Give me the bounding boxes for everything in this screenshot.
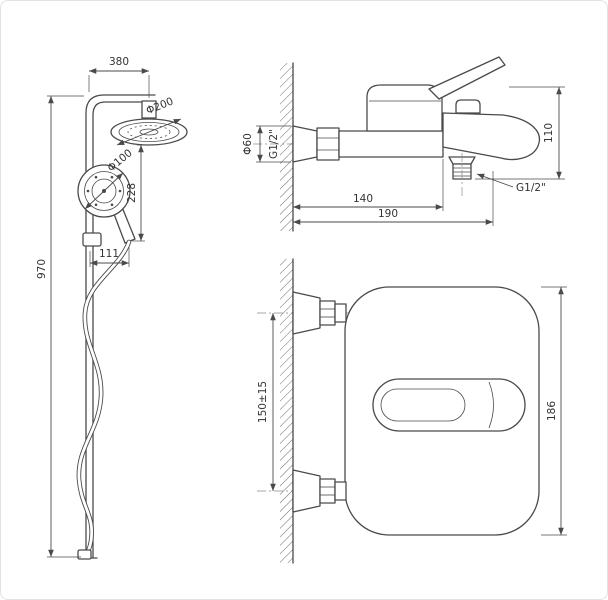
dim-head-to-hand-label: 228 [126,183,138,203]
dim-holder-width: 111 [89,247,130,267]
dim-side-height-label: 110 [543,123,555,143]
hose-connector [77,549,92,560]
diverter-knob [455,99,481,114]
inlet-flange [292,125,340,163]
dim-reach-2: 190 [293,171,494,226]
lever-handle-front [372,378,526,432]
outlet-thread-label: G1/2" [516,182,546,194]
wall-section-side [280,62,294,232]
shower-column-view: 380 Φ200 Φ100 228 970 [36,56,188,560]
dim-reach-1: 140 [293,159,444,211]
dim-head-diameter-label: Φ200 [145,95,176,117]
lever-handle-side [428,56,506,100]
dim-head-to-hand: 228 [126,144,151,242]
dim-front-height: 186 [541,286,567,536]
dim-reach-2-label: 190 [378,208,398,220]
shower-head-stem [141,100,157,119]
dim-center-distance-label: 150±15 [257,381,269,423]
dim-column-height: 970 [36,95,84,558]
outlet-thread-callout: G1/2" [476,173,546,194]
dim-front-height-label: 186 [546,401,558,421]
dim-holder-width-label: 111 [99,248,119,260]
bottom-outlet [448,153,476,197]
inlet-thread-label: G1/2" [268,129,280,159]
dim-flange-diameter-label: Φ60 [242,133,254,155]
spout-side [442,99,541,161]
lower-wall-connection [292,469,347,513]
mixer-side-view: Φ60 G1/2" 110 G1/2" 140 190 [242,56,565,232]
dim-flange-diameter: Φ60 [242,125,291,163]
wall-hatch [280,63,293,231]
wall-section-front [280,258,294,564]
dim-reach-1-label: 140 [353,193,373,205]
dim-top-width-label: 380 [109,56,129,68]
dim-top-width: 380 [88,56,150,98]
slider-clamp [82,232,102,247]
dim-center-distance: 150±15 [257,313,276,491]
upper-wall-connection [292,291,347,335]
wall-hatch-front [280,259,293,563]
dim-column-height-label: 970 [36,259,48,279]
mixer-front-view: 150±15 186 [257,258,567,564]
mixer-body-side [338,84,444,158]
shower-hose [76,239,132,560]
dim-side-height: 110 [475,86,565,180]
